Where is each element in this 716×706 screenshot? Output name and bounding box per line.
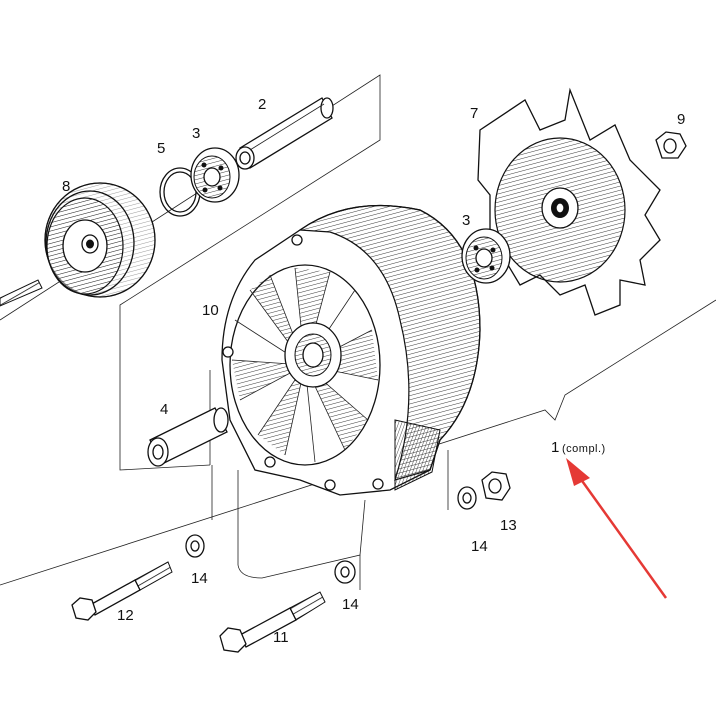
threaded-rod xyxy=(0,279,43,307)
label-part-3-upper: 3 xyxy=(192,125,200,142)
label-part-8: 8 xyxy=(62,178,70,195)
bolt-part-11 xyxy=(219,591,326,653)
label-part-14-left: 14 xyxy=(191,570,208,587)
bolt-part-12 xyxy=(71,561,173,621)
washer-part-14-center xyxy=(334,560,356,584)
part-labels: 2 3 5 8 7 9 3 10 4 1 (compl.) 13 14 14 1… xyxy=(62,96,685,646)
label-part-1-note: (compl.) xyxy=(562,443,606,455)
alternator-housing-part xyxy=(221,204,481,496)
label-part-1: 1 xyxy=(551,439,559,456)
nut-part-13 xyxy=(481,471,511,501)
label-part-13: 13 xyxy=(500,517,517,534)
nut-part-9 xyxy=(655,131,687,159)
label-part-2: 2 xyxy=(258,96,266,113)
spacer-tube-part-4 xyxy=(147,407,229,467)
label-part-10: 10 xyxy=(202,302,219,319)
pulley-part xyxy=(44,182,156,298)
sleeve-part-2 xyxy=(235,97,334,170)
label-part-9: 9 xyxy=(677,111,685,128)
label-part-5: 5 xyxy=(157,140,165,157)
washer-part-14-left xyxy=(185,534,205,558)
label-part-3-lower: 3 xyxy=(462,212,470,229)
label-part-4: 4 xyxy=(160,401,168,418)
bearing-upper-part xyxy=(190,147,240,203)
red-arrow-pointer xyxy=(566,458,668,599)
label-part-7: 7 xyxy=(470,105,478,122)
label-part-14-center: 14 xyxy=(342,596,359,613)
label-part-14-right: 14 xyxy=(471,538,488,555)
fan-part xyxy=(477,87,661,316)
bearing-lower-part xyxy=(461,228,511,284)
washer-part-14-right xyxy=(457,486,477,510)
label-part-12: 12 xyxy=(117,607,134,624)
label-part-11: 11 xyxy=(273,629,289,646)
